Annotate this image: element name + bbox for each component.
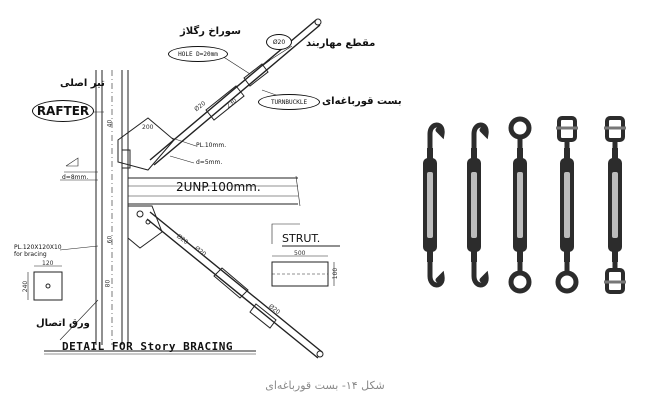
figure-caption: شکل ۱۴- بست قورباغه‌ای <box>265 379 385 392</box>
strut-member-label: 2UNP.100mm. <box>176 180 261 194</box>
dim-200: 200 <box>142 124 154 131</box>
bracing-detail-drawing <box>27 18 340 359</box>
rod-section-oval: Ø20 <box>266 34 292 50</box>
hole-label: HOLE D=20mm <box>168 46 228 62</box>
turnbuckle-2 <box>467 122 489 288</box>
turnbuckle-photo <box>423 116 626 294</box>
dim-500: 500 <box>294 250 306 257</box>
d8-label: d=8mm. <box>62 174 89 181</box>
hole-label-fa: سوراخ رگلاژ <box>180 26 241 37</box>
turnbuckle-5 <box>604 116 626 294</box>
plate-label-2: for bracing <box>14 251 47 258</box>
dim-60: 60 <box>106 235 114 244</box>
dim-40: 40 <box>106 119 114 128</box>
pl10-label: PL.10mm. <box>196 142 227 149</box>
strut-label: STRUT. <box>282 232 321 245</box>
drawing-title: DETAIL FOR Story BRACING <box>62 340 233 353</box>
turnbuckle-label: TURNBUCKLE <box>258 94 320 110</box>
d5-label: d=5mm. <box>196 159 223 166</box>
figure: سوراخ رگلاژ HOLE D=20mm Ø20 مقطع مهاربند… <box>14 18 626 359</box>
dim-100: 100 <box>332 267 340 280</box>
cross-section-label-fa: مقطع مهاربند <box>306 38 376 49</box>
rafter-label-fa: تیر اصلی <box>60 78 105 89</box>
dim-120: 120 <box>42 260 54 267</box>
turnbuckle-4 <box>555 116 579 294</box>
rafter-label: RAFTER <box>32 100 94 122</box>
plate-label-1: PL.120X120X10 <box>14 244 62 251</box>
turnbuckle-1 <box>423 122 445 288</box>
turnbuckle-label-fa: بست قورباغه‌ای <box>322 96 402 107</box>
plate-label-fa: ورق اتصال <box>36 318 90 329</box>
dim-80: 80 <box>104 279 112 288</box>
dim-240: 240 <box>22 280 30 293</box>
turnbuckle-3 <box>508 116 532 294</box>
